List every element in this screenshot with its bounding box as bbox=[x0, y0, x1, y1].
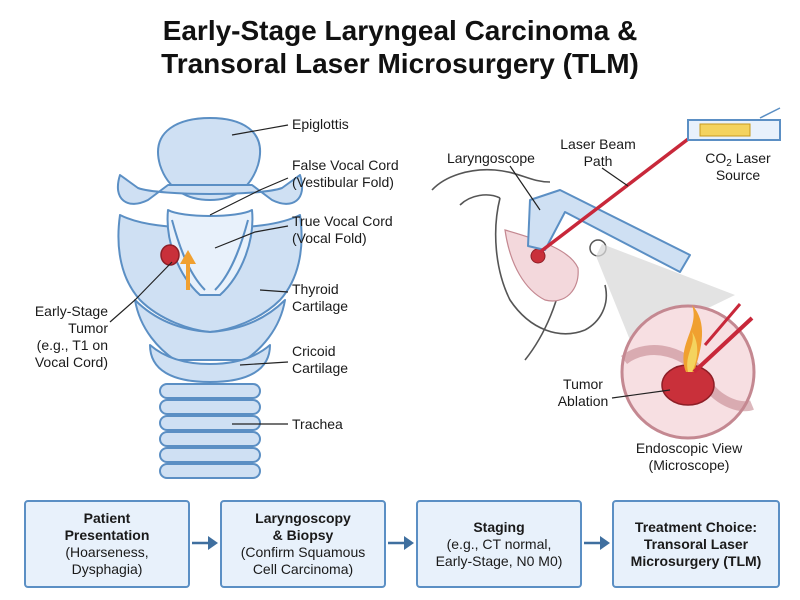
flow-step-detail: Cell Carcinoma) bbox=[252, 561, 354, 577]
label-laser-path: Laser Beam Path bbox=[552, 136, 644, 170]
trachea-ring bbox=[159, 431, 261, 447]
label-laser-source-line-1: CO2 Laser bbox=[688, 150, 788, 169]
title-line-2: Transoral Laser Microsurgery (TLM) bbox=[161, 48, 639, 79]
flow-step-detail: (e.g., CT normal, bbox=[446, 535, 552, 552]
label-tumor-line-4: Vocal Cord) bbox=[34, 354, 108, 370]
endoscopic-view bbox=[620, 303, 756, 440]
label-true-cord-line-2: (Vocal Fold) bbox=[292, 230, 367, 246]
label-false-cord-line-2: (Vestibular Fold) bbox=[292, 174, 394, 190]
label-false-cord-line-1: False Vocal Cord bbox=[292, 157, 399, 173]
label-laser-source: CO2 Laser Source bbox=[688, 150, 788, 184]
title-line-1: Early-Stage Laryngeal Carcinoma & bbox=[162, 15, 638, 46]
label-trachea: Trachea bbox=[292, 416, 343, 432]
hyoid-shape bbox=[117, 174, 303, 205]
label-tumor: Early-Stage Tumor (e.g., T1 on Vocal Cor… bbox=[14, 303, 108, 371]
label-tumor-line-1: Early-Stage bbox=[34, 303, 108, 319]
laser-source-rest-text: Laser bbox=[731, 150, 771, 166]
label-laryngoscope: Laryngoscope bbox=[447, 150, 535, 166]
flow-step-detail: Early-Stage, N0 M0) bbox=[435, 552, 563, 569]
label-true-cord-line-1: True Vocal Cord bbox=[292, 213, 393, 229]
laser-source-device bbox=[687, 107, 781, 141]
flow-arrow-icon bbox=[584, 536, 610, 550]
label-cricoid: Cricoid Cartilage bbox=[292, 343, 348, 377]
true-cord-shape bbox=[214, 219, 249, 291]
flow-step-treatment: Treatment Choice: Transoral Laser Micros… bbox=[612, 500, 780, 588]
label-thyroid: Thyroid Cartilage bbox=[292, 281, 348, 315]
flow-step-staging: Staging (e.g., CT normal, Early-Stage, N… bbox=[416, 500, 582, 588]
surgery-leader-lines bbox=[509, 165, 671, 399]
label-thyroid-line-1: Thyroid bbox=[292, 281, 339, 297]
anatomy-leader-lines bbox=[109, 124, 289, 425]
tumor-spot bbox=[160, 244, 180, 266]
label-false-cord: False Vocal Cord (Vestibular Fold) bbox=[292, 157, 399, 191]
label-laser-path-line-2: Path bbox=[583, 153, 613, 169]
label-tumor-line-2: Tumor bbox=[68, 320, 108, 336]
magnification-cone bbox=[596, 244, 735, 345]
flow-step-presentation: Patient Presentation (Hoarseness, Dyspha… bbox=[24, 500, 190, 588]
label-laser-source-line-2: Source bbox=[715, 167, 761, 183]
trachea-ring bbox=[159, 447, 261, 463]
label-view-line-2: (Microscope) bbox=[648, 457, 730, 473]
label-epiglottis: Epiglottis bbox=[292, 116, 349, 132]
label-laser-path-line-1: Laser Beam bbox=[560, 136, 636, 152]
flow-step-detail: (Hoarseness, bbox=[65, 544, 149, 560]
flow-arrow-icon bbox=[388, 536, 414, 550]
flow-step-title: Microsurgery (TLM) bbox=[630, 552, 762, 569]
epiglottis-shape bbox=[157, 117, 261, 201]
trachea-ring bbox=[159, 463, 261, 479]
cricoid-cartilage-shape bbox=[149, 344, 271, 383]
trachea-ring bbox=[159, 383, 261, 399]
label-ablation-line-1: Tumor bbox=[563, 376, 603, 392]
label-tumor-line-3: (e.g., T1 on bbox=[36, 337, 108, 353]
trachea-ring bbox=[159, 399, 261, 415]
flow-step-biopsy: Laryngoscopy & Biopsy (Confirm Squamous … bbox=[220, 500, 386, 588]
label-ablation: Tumor Ablation bbox=[548, 376, 618, 410]
flow-step-detail: (Confirm Squamous bbox=[240, 544, 366, 560]
flow-step-title: & Biopsy bbox=[272, 527, 334, 543]
flow-step-detail: Dysphagia) bbox=[71, 561, 143, 577]
lower-larynx-shape bbox=[134, 299, 286, 361]
label-cricoid-line-1: Cricoid bbox=[292, 343, 336, 359]
flow-step-title: Laryngoscopy bbox=[255, 510, 351, 526]
laser-source-subscript: 2 bbox=[726, 158, 732, 169]
label-view-line-1: Endoscopic View bbox=[635, 440, 743, 456]
label-cricoid-line-2: Cartilage bbox=[292, 360, 349, 376]
label-endoscopic-view: Endoscopic View (Microscope) bbox=[624, 440, 754, 474]
label-true-cord: True Vocal Cord (Vocal Fold) bbox=[292, 213, 393, 247]
flow-step-title: Staging bbox=[473, 518, 525, 535]
flow-step-title: Treatment Choice: bbox=[634, 518, 758, 535]
laser-beam bbox=[538, 128, 702, 254]
page-title: Early-Stage Laryngeal Carcinoma & Transo… bbox=[0, 14, 800, 80]
flow-step-title: Presentation bbox=[64, 527, 150, 543]
flow-step-title: Patient bbox=[83, 510, 131, 526]
label-ablation-line-2: Ablation bbox=[557, 393, 609, 409]
flow-step-title: Transoral Laser bbox=[643, 535, 749, 552]
laser-source-co-text: CO bbox=[705, 150, 727, 166]
laryngoscope-shape bbox=[527, 189, 691, 273]
trachea-ring bbox=[159, 415, 261, 431]
label-thyroid-line-2: Cartilage bbox=[292, 298, 349, 314]
flow-arrow-icon bbox=[192, 536, 218, 550]
airflow-arrow-icon bbox=[180, 250, 196, 290]
